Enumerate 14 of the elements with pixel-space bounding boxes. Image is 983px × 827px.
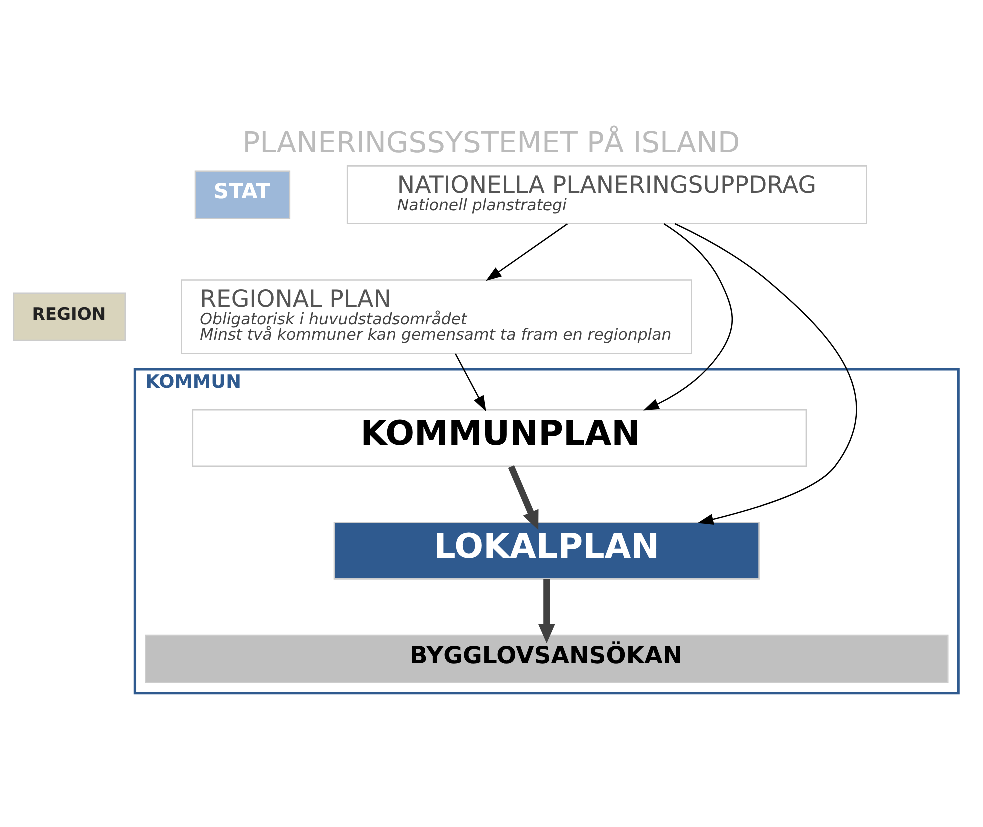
node-box: NATIONELLA PLANERINGSUPPDRAG Nationell planstrategi: [346, 165, 868, 224]
node-box: LOKALPLAN: [334, 522, 760, 580]
node-box: REGIONAL PLAN Obligatorisk i huvudstadsområdet Minst två kommuner kan gemensamt ta fram en regionplan: [181, 279, 692, 354]
node-box: STAT: [194, 170, 291, 219]
arrow: [538, 579, 556, 644]
diagram-title: PLANERINGSSYSTEMET PÅ ISLAND: [242, 125, 740, 160]
arrow: [674, 222, 858, 524]
node-box: BYGGLOVSANSÖKAN: [145, 634, 949, 683]
arrow: [486, 223, 568, 281]
node-box: REGION: [13, 292, 126, 341]
arrow: [508, 465, 539, 530]
node-box: KOMMUNPLAN: [192, 408, 808, 467]
arrow: [644, 223, 734, 410]
arrow: [455, 353, 486, 412]
